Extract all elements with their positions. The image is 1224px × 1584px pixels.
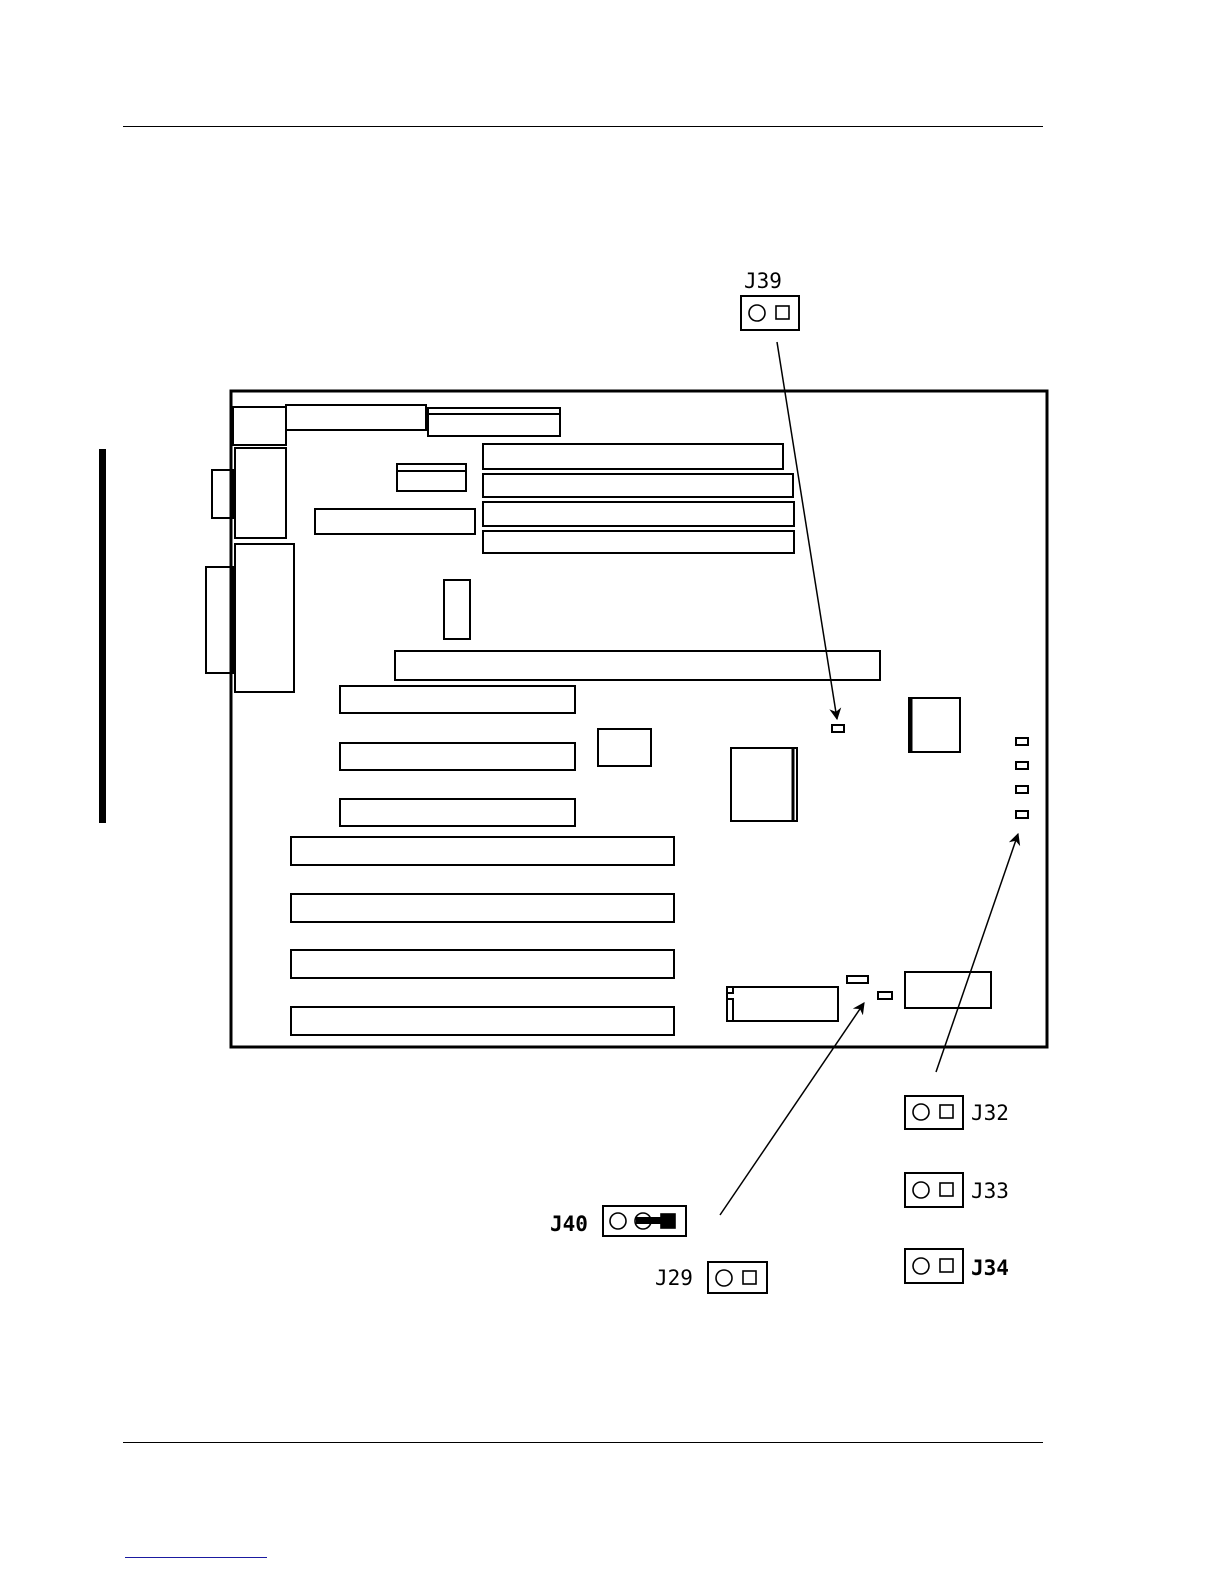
jumper-j40: J40: [550, 1206, 686, 1236]
board-chips: [598, 698, 991, 1021]
jumper-j29: J29: [655, 1262, 767, 1293]
expansion-slots: [291, 686, 674, 1035]
jumper-j29-label: J29: [655, 1266, 693, 1290]
onboard-jumper-pads: [832, 725, 1028, 999]
jumper-j39-label: J39: [744, 269, 782, 293]
jumper-j34: J34: [905, 1249, 1009, 1283]
rear-io-connectors: [206, 405, 560, 692]
jumper-j33: J33: [905, 1173, 1009, 1207]
jumper-j32: J32: [905, 1096, 1009, 1129]
jumper-j32-label: J32: [971, 1101, 1009, 1125]
jumper-j33-label: J33: [971, 1179, 1009, 1203]
jumper-j34-label: J34: [971, 1256, 1009, 1280]
jumper-j39: J39: [741, 269, 799, 330]
callout-arrows: [720, 342, 1018, 1215]
memory-slots: [315, 444, 880, 680]
jumper-j40-label: J40: [550, 1212, 588, 1236]
jumper-shunt: [636, 1217, 674, 1224]
motherboard-outline: [231, 391, 1047, 1047]
